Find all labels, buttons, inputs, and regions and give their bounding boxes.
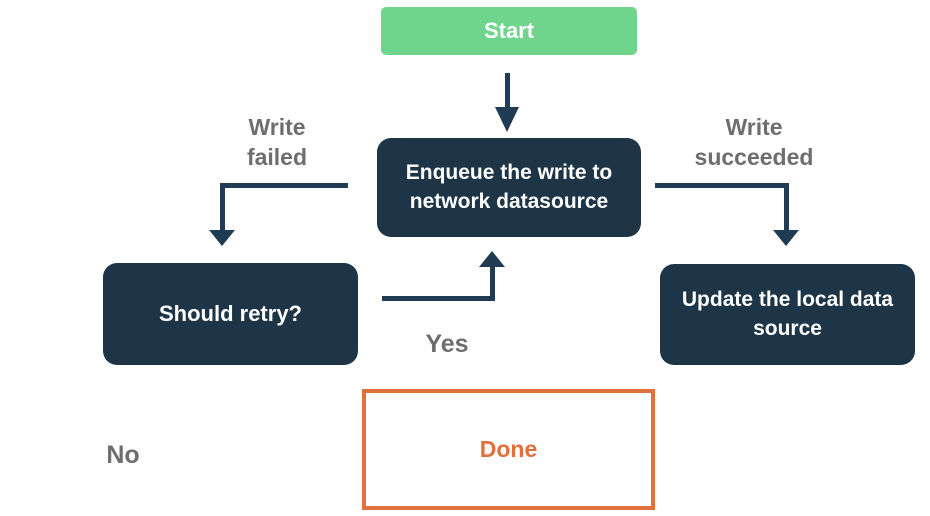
should-retry-node: Should retry? xyxy=(103,263,358,365)
arrow-head-down-icon xyxy=(495,107,519,132)
arrow-head-down-icon xyxy=(773,230,799,246)
arrow-line xyxy=(220,183,225,230)
arrow-line xyxy=(382,296,495,301)
arrow-head-down-icon xyxy=(209,230,235,246)
arrow-head-up-icon xyxy=(479,251,505,267)
start-node: Start xyxy=(381,7,637,55)
enqueue-write-node: Enqueue the write to network datasource xyxy=(377,138,641,237)
arrow-line xyxy=(505,73,510,109)
arrow-line xyxy=(490,267,495,301)
yes-label: Yes xyxy=(425,330,469,358)
done-node: Done xyxy=(362,389,655,510)
update-local-data-node: Update the local data source xyxy=(660,264,915,365)
write-succeeded-label: Write succeeded xyxy=(694,114,814,170)
write-failed-label: Write failed xyxy=(246,114,308,170)
arrow-line xyxy=(222,183,348,188)
arrow-line xyxy=(784,183,789,230)
no-label: No xyxy=(106,441,140,469)
arrow-line xyxy=(655,183,789,188)
